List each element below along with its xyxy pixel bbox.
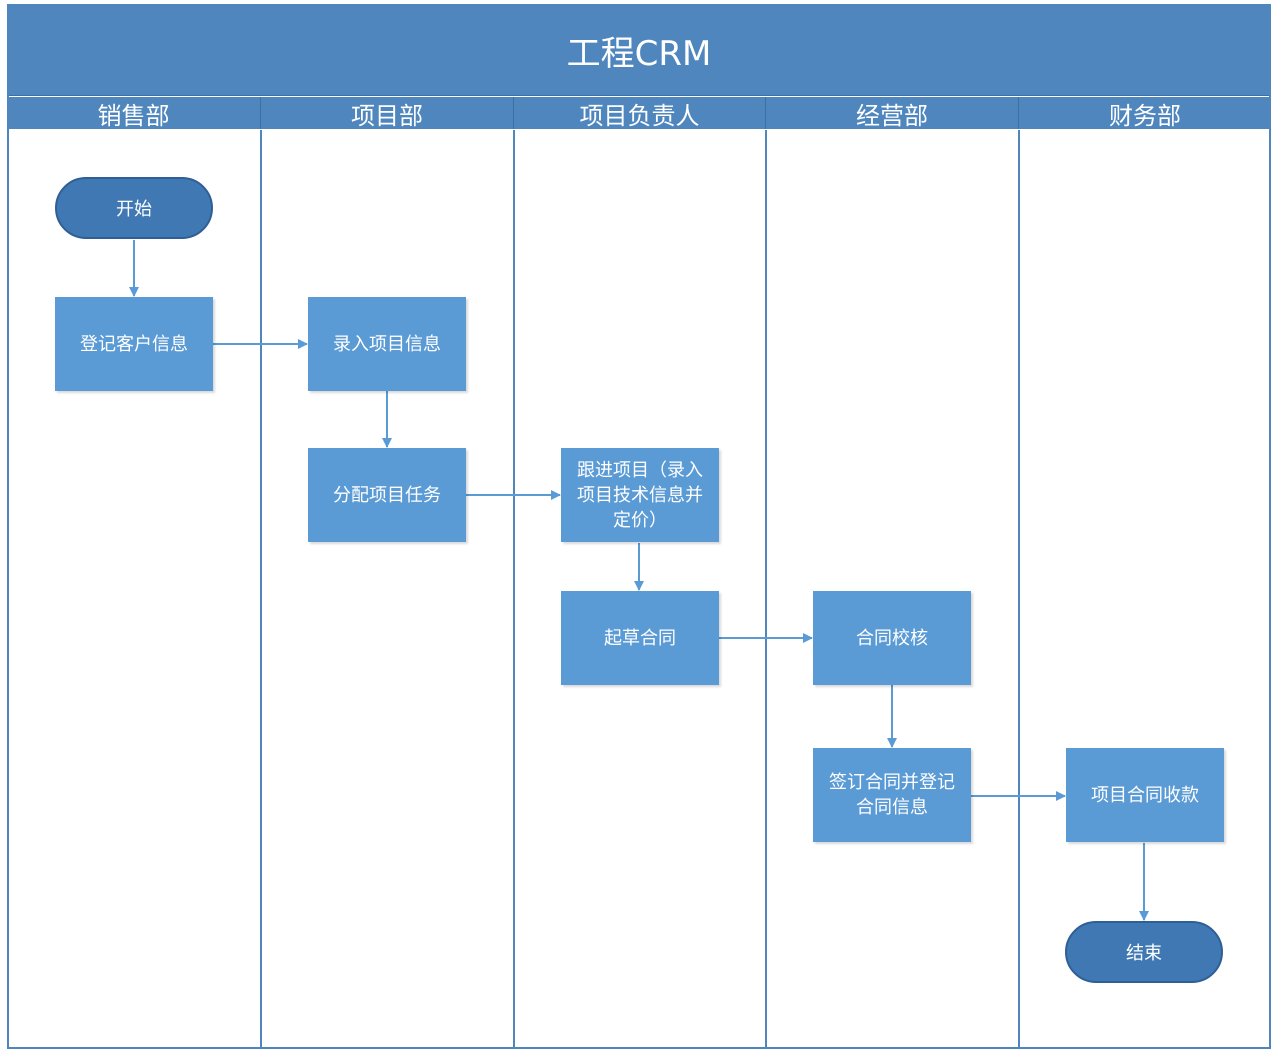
lane-header-sales: 销售部 [7,97,261,130]
diagram-title: 工程CRM [7,4,1271,96]
lane-operations [765,130,1019,1048]
lane-header-project-dept: 项目部 [261,97,514,130]
lane-header-project-lead: 项目负责人 [514,97,766,130]
process-register-customer: 登记客户信息 [55,297,213,391]
lane-header-operations: 经营部 [766,97,1019,130]
lane-finance [1018,130,1271,1048]
start-node: 开始 [55,177,213,239]
process-contract-review: 合同校核 [813,591,971,685]
process-sign-contract: 签订合同并登记合同信息 [813,748,971,842]
lane-project-lead [513,130,766,1048]
lane-sales [7,130,261,1048]
process-collect-payment: 项目合同收款 [1066,748,1224,842]
process-enter-project: 录入项目信息 [308,297,466,391]
process-follow-project: 跟进项目（录入项目技术信息并定价） [561,448,719,542]
lane-header-finance: 财务部 [1019,97,1271,130]
end-node: 结束 [1065,921,1223,983]
lane-project-dept [260,130,514,1048]
process-assign-task: 分配项目任务 [308,448,466,542]
process-draft-contract: 起草合同 [561,591,719,685]
